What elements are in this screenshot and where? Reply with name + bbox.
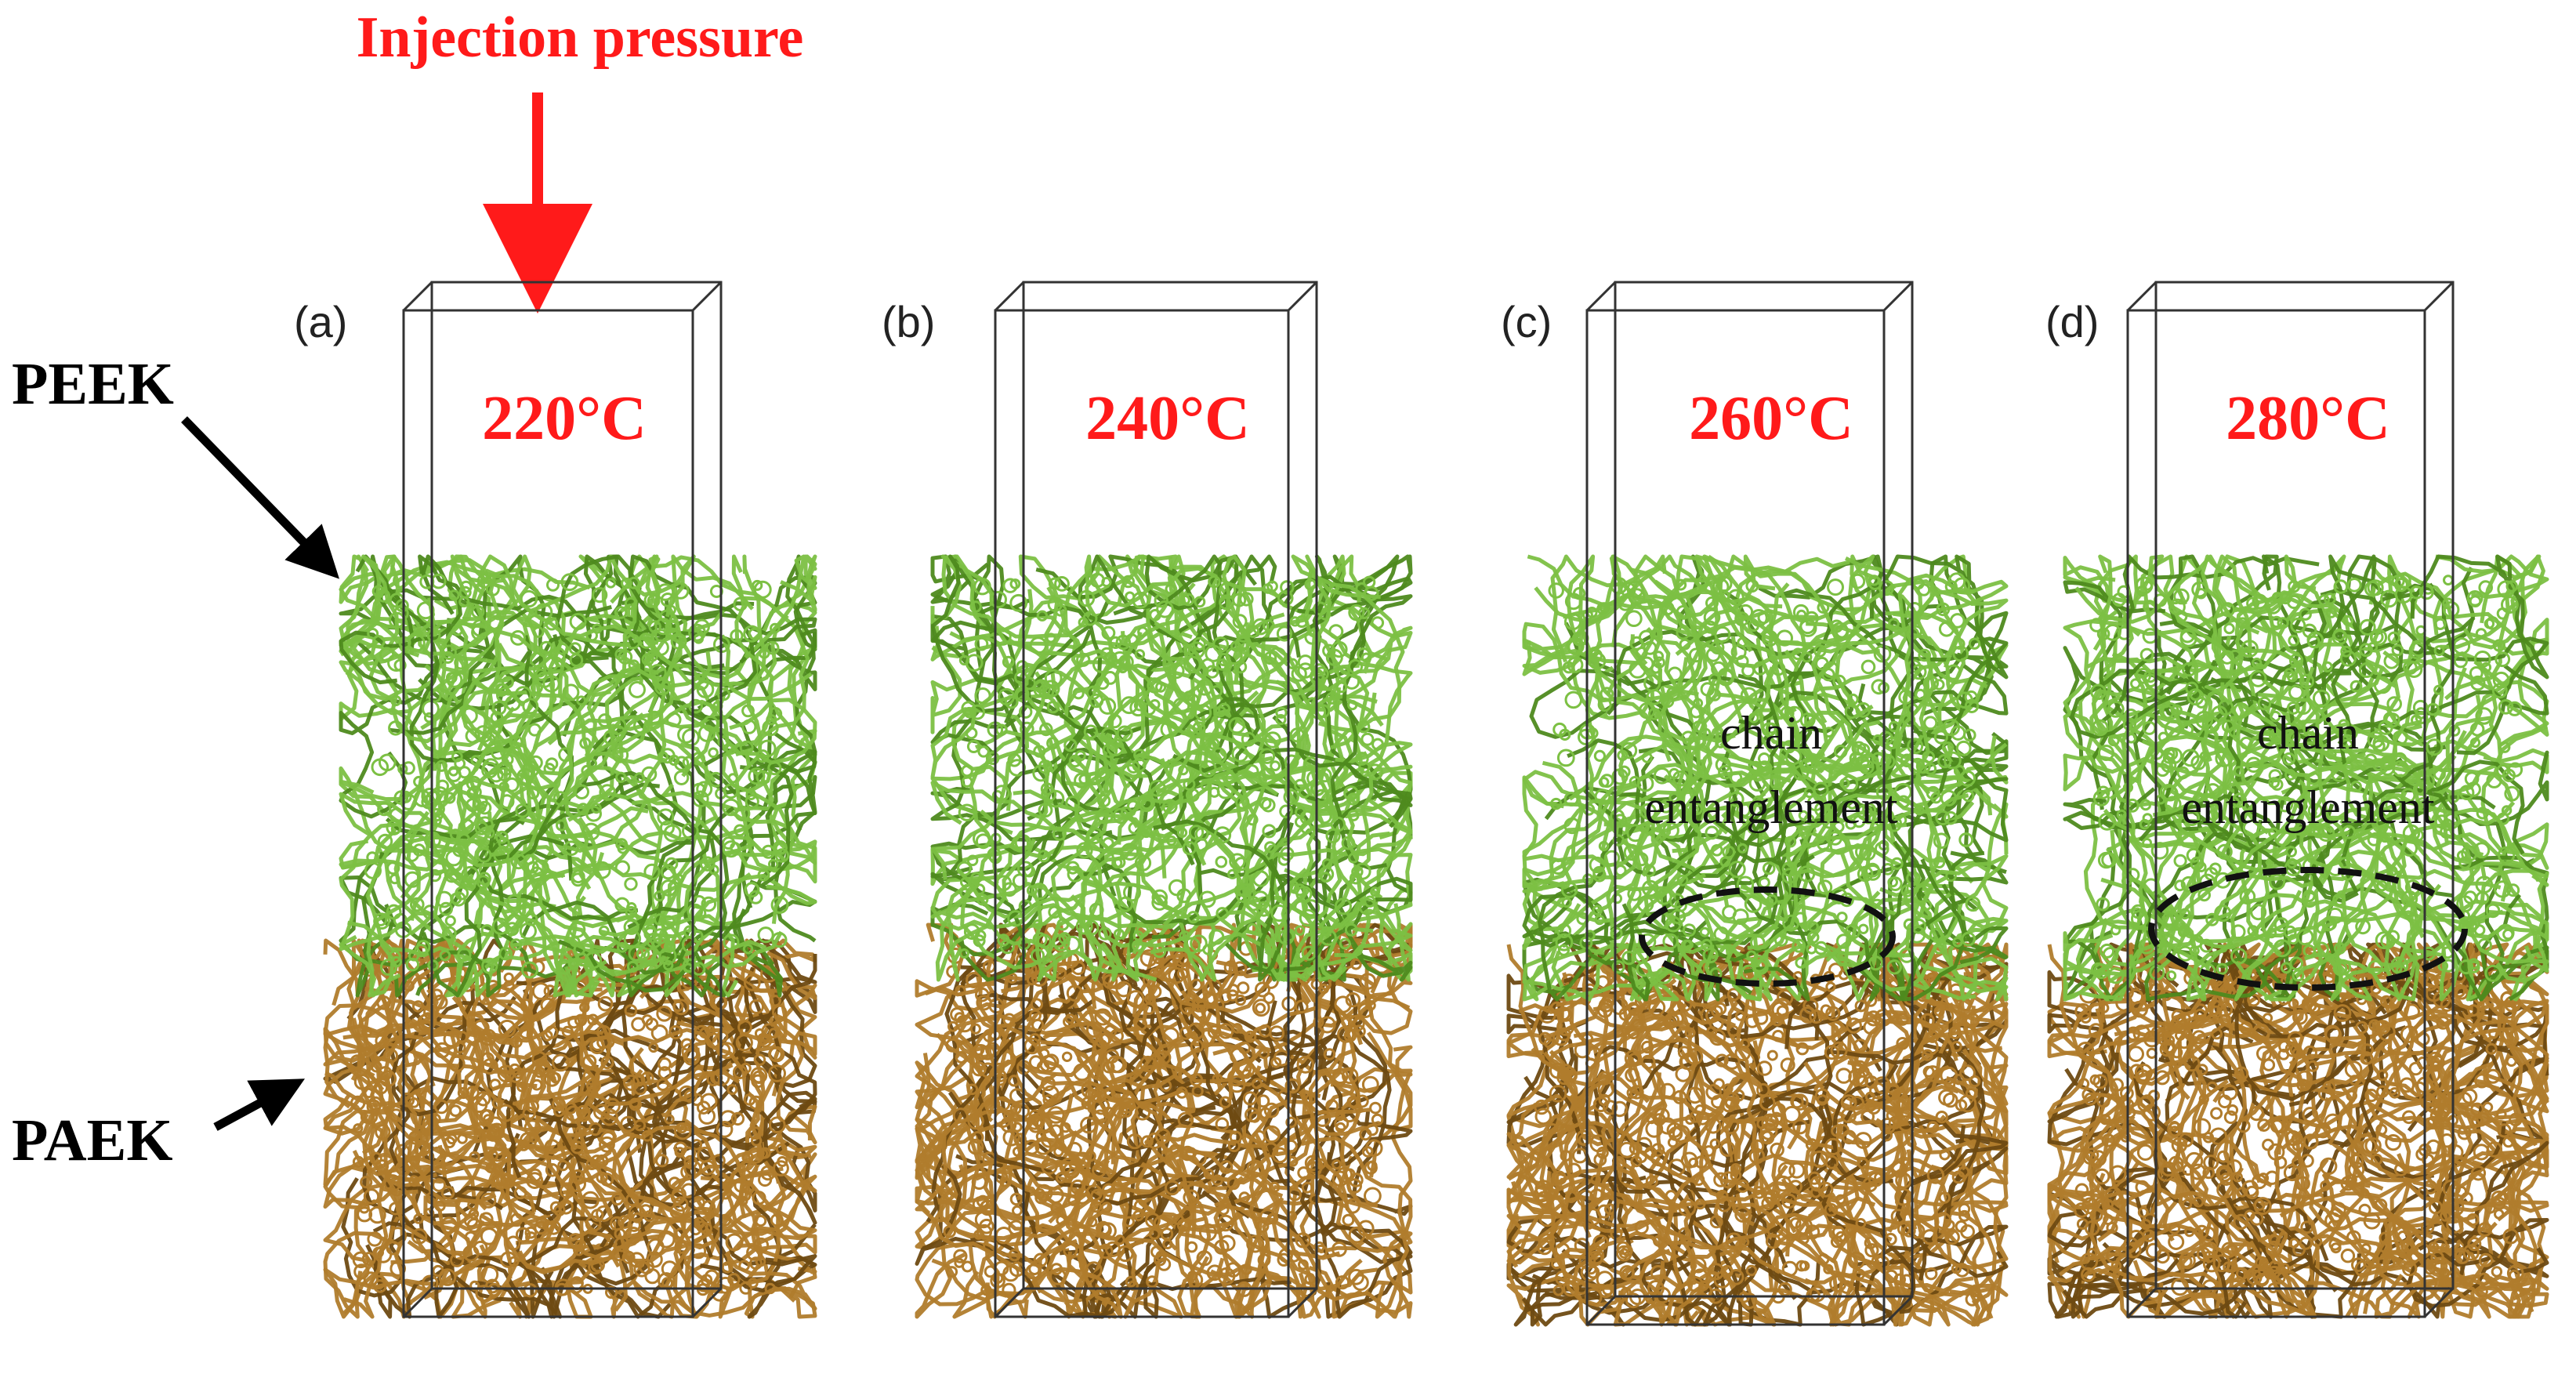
temperature-label: 220°C — [482, 384, 647, 453]
paek-chains — [323, 938, 817, 1319]
annotation-chain: chain — [1720, 707, 1822, 759]
temperature-label: 260°C — [1689, 384, 1853, 453]
temperature-label: 280°C — [2226, 384, 2390, 453]
panel-a: (a) 220°C — [294, 281, 817, 1319]
annotation-chain: chain — [2257, 707, 2359, 759]
peek-label: PEEK — [12, 351, 174, 417]
peek-chains — [339, 554, 817, 998]
injection-pressure-label: Injection pressure — [357, 5, 804, 70]
paek-label: PAEK — [12, 1107, 172, 1173]
paek-chains — [1506, 942, 2009, 1327]
panel-letter: (d) — [2045, 297, 2099, 346]
annotation-entanglement: entanglement — [1644, 781, 1898, 833]
simulation-box — [1585, 281, 1914, 1326]
entanglement-ellipse — [1639, 886, 1896, 987]
peek-arrow — [181, 416, 340, 579]
paek-chains — [915, 923, 1413, 1319]
panel-letter: (c) — [1501, 297, 1552, 346]
peek-chains — [2063, 554, 2549, 1002]
panel-d: (d) 280°C chain entanglement — [2045, 281, 2549, 1319]
entanglement-ellipse — [2148, 867, 2468, 991]
peek-chains — [930, 554, 1413, 982]
panel-b: (b) 240°C — [882, 281, 1413, 1319]
paek-arrow — [213, 1078, 306, 1131]
annotation-entanglement: entanglement — [2181, 781, 2435, 833]
simulation-box — [2126, 281, 2455, 1318]
panel-letter: (b) — [882, 297, 935, 346]
simulation-box — [994, 281, 1318, 1318]
panel-c: (c) 260°C chain entanglement — [1501, 281, 2009, 1327]
panel-letter: (a) — [294, 297, 347, 346]
simulation-box — [402, 281, 723, 1318]
temperature-label: 240°C — [1085, 384, 1250, 453]
peek-chains — [1522, 554, 2009, 1002]
panels: (a) 220°C (b) 240°C (c) 260°C chain entanglemen… — [294, 281, 2549, 1327]
